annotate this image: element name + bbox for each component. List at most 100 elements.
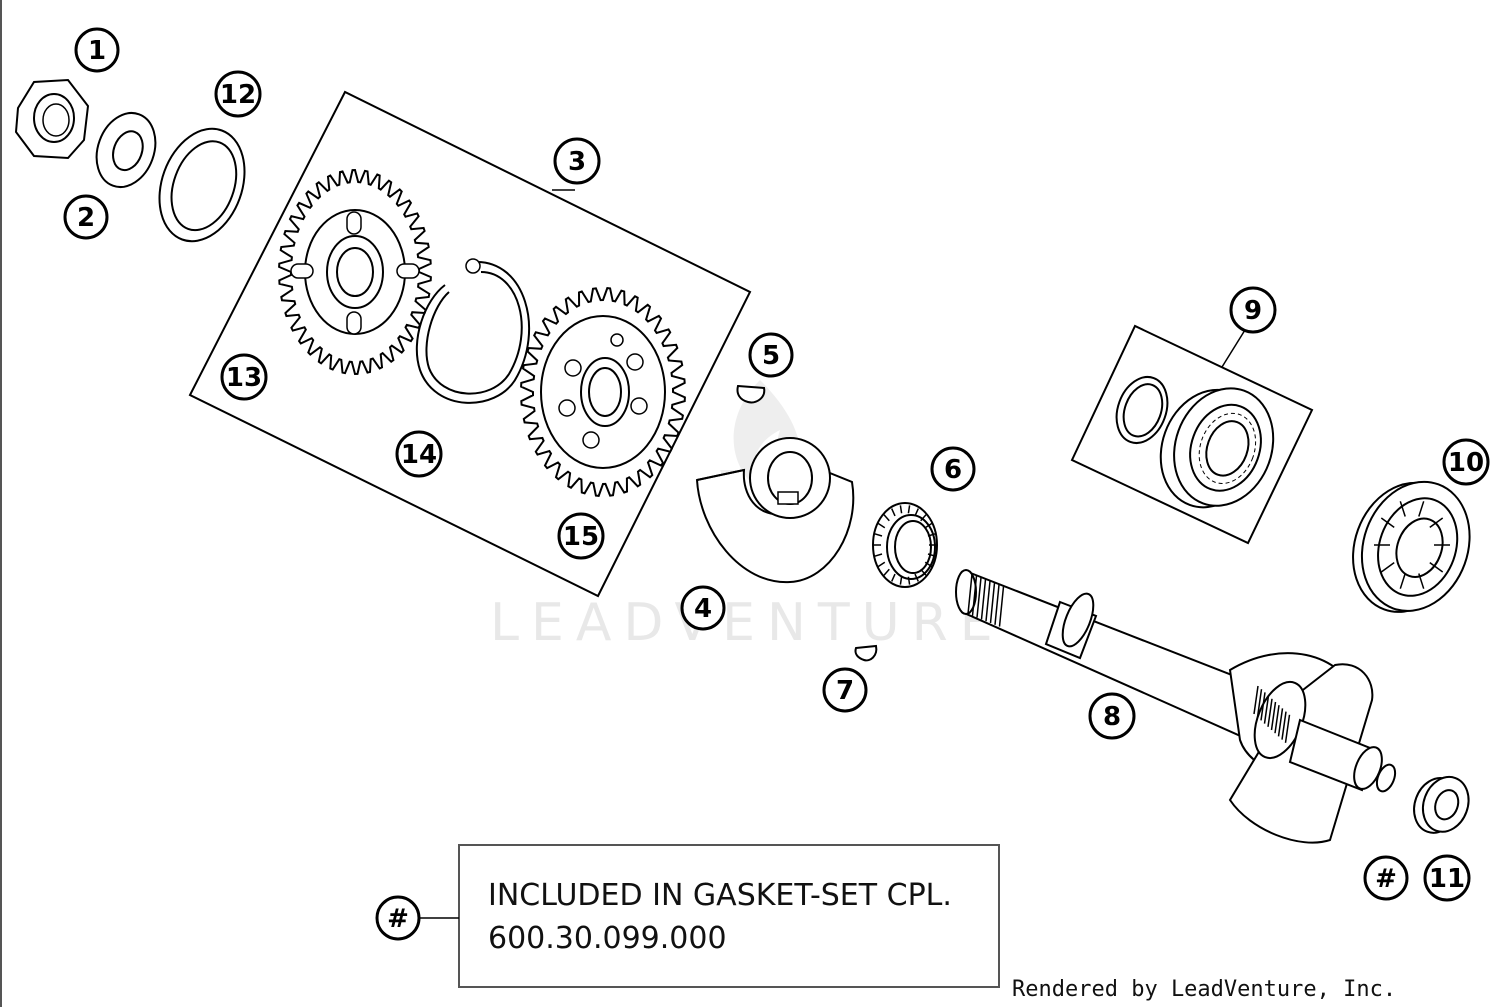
radial-detail-line — [874, 532, 883, 537]
svg-text:1: 1 — [88, 36, 106, 66]
part-washer-small — [95, 112, 157, 188]
thread-line — [1253, 685, 1259, 715]
radial-detail-line — [877, 561, 886, 568]
part-shim-large — [158, 127, 246, 243]
callout-6: 6 — [930, 446, 976, 492]
thread-line — [980, 579, 987, 620]
svg-text:2: 2 — [77, 203, 95, 233]
assembly-box-3 — [188, 90, 752, 598]
part-gear-15 — [520, 287, 686, 497]
part-bushing-11 — [1413, 776, 1470, 834]
callout-4: 4 — [680, 585, 726, 631]
radial-detail-line — [1399, 573, 1406, 589]
radial-detail-line — [1399, 501, 1406, 517]
render-credit: Rendered by LeadVenture, Inc. — [1012, 977, 1396, 1002]
radial-detail-line — [907, 505, 911, 514]
part-woodruff-key-5 — [736, 384, 766, 404]
note-hash-symbol: # — [387, 904, 409, 934]
thread-line — [1277, 708, 1284, 737]
leader-9 — [1221, 329, 1246, 368]
svg-text:12: 12 — [220, 80, 256, 110]
part-roller-bearing-10 — [1352, 480, 1471, 613]
callout-10: 10 — [1442, 438, 1490, 486]
radial-detail-line — [899, 576, 903, 585]
radial-detail-line — [920, 568, 927, 576]
radial-detail-line — [883, 514, 890, 522]
radial-detail-line — [927, 532, 936, 537]
callout-13: 13 — [220, 353, 268, 401]
watermark-text: LEADVENTURE — [490, 593, 1005, 653]
thread-line — [1270, 701, 1277, 731]
radial-detail-line — [899, 505, 903, 514]
part-circlip — [415, 258, 530, 404]
radial-detail-line — [1380, 561, 1395, 573]
part-counterweight-4 — [695, 437, 855, 584]
part-balancer-shaft-8 — [955, 569, 1397, 844]
radial-detail-line — [891, 508, 896, 517]
thread-line — [1274, 705, 1280, 734]
radial-detail-line — [1429, 561, 1444, 573]
part-woodruff-key-7 — [854, 644, 878, 662]
svg-text:#: # — [1375, 864, 1397, 894]
svg-text:15: 15 — [563, 522, 599, 552]
part-nut — [14, 78, 90, 160]
radial-detail-line — [1418, 501, 1425, 517]
svg-text:7: 7 — [836, 676, 854, 706]
radial-detail-line — [1418, 573, 1425, 589]
svg-text:4: 4 — [694, 594, 712, 624]
thread-line — [985, 581, 991, 622]
svg-text:14: 14 — [401, 440, 437, 470]
callout-1: 1 — [74, 27, 120, 73]
radial-detail-line — [877, 522, 886, 529]
part-gear-13 — [278, 168, 432, 376]
callout-7: 7 — [822, 667, 868, 713]
thread-line — [994, 584, 1000, 625]
radial-detail-line — [874, 553, 883, 558]
part-needle-bearing-6 — [872, 502, 938, 588]
callout-3: 3 — [553, 137, 601, 185]
radial-detail-line — [914, 573, 919, 582]
svg-text:8: 8 — [1103, 702, 1121, 732]
callout-9: 9 — [1229, 286, 1277, 334]
part-shim-9 — [1115, 376, 1169, 444]
radial-detail-line — [920, 514, 927, 522]
radial-detail-line — [924, 561, 933, 568]
note-hash-callout — [375, 895, 421, 941]
note-line-2: 600.30.099.000 — [488, 921, 727, 956]
callout-2: 2 — [63, 194, 109, 240]
callout-hash-part: # — [1363, 855, 1409, 901]
callout-5: 5 — [748, 332, 794, 378]
thread-line — [976, 577, 982, 618]
note-line-1: INCLUDED IN GASKET-SET CPL. — [488, 878, 952, 913]
thread-line — [967, 573, 973, 615]
radial-detail-line — [927, 553, 936, 558]
radial-detail-line — [891, 573, 896, 582]
thread-line — [998, 586, 1005, 627]
thread-line — [1281, 711, 1287, 740]
thread-line — [971, 575, 978, 616]
radial-detail-line — [1380, 517, 1395, 529]
callout-14: 14 — [395, 430, 443, 478]
gasket-set-note: # INCLUDED IN GASKET-SET CPL. 600.30.099… — [375, 844, 1000, 988]
svg-text:3: 3 — [568, 147, 586, 177]
callout-15: 15 — [557, 512, 605, 560]
radial-detail-line — [914, 508, 919, 517]
thread-line — [989, 582, 996, 624]
radial-detail-line — [883, 568, 890, 576]
svg-text:10: 10 — [1448, 448, 1484, 478]
svg-text:9: 9 — [1244, 296, 1262, 326]
thread-line — [1260, 692, 1266, 721]
thread-line — [1256, 689, 1263, 718]
thread-line — [1284, 714, 1291, 743]
assembly-box-9 — [1070, 324, 1314, 545]
radial-detail-line — [924, 522, 933, 529]
svg-text:13: 13 — [226, 363, 262, 393]
note-box — [458, 844, 1000, 988]
part-ball-bearing-9 — [1159, 387, 1275, 509]
callout-8: 8 — [1088, 692, 1136, 740]
svg-text:11: 11 — [1429, 864, 1465, 894]
callout-12: 12 — [214, 70, 262, 118]
radial-detail-line — [1429, 517, 1444, 529]
